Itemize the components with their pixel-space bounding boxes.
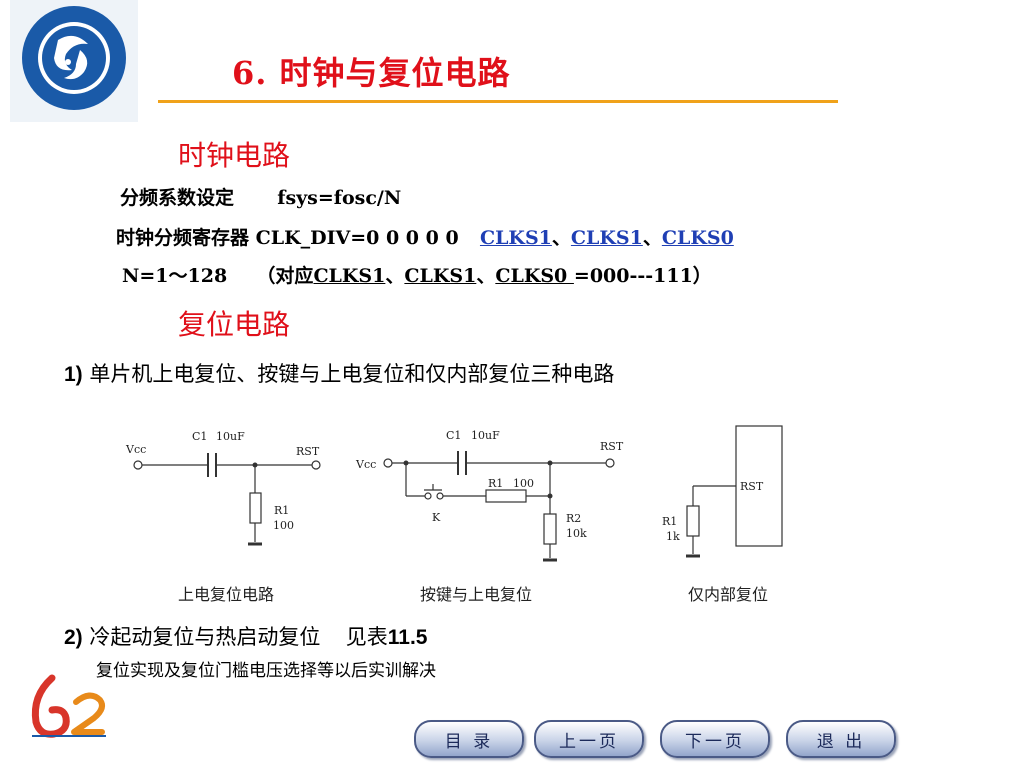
exit-button[interactable]: 退 出 [786, 720, 896, 758]
c1-cap-value: 10uF [216, 430, 245, 443]
c2-cap-label: C1 [446, 429, 461, 442]
c3-res-value: 1k [666, 530, 680, 543]
clock-heading: 时钟电路 [178, 139, 291, 172]
reset-item-1: 1) 单片机上电复位、按键与上电复位和仅内部复位三种电路 [64, 358, 614, 388]
mapping-bit-1: CLKS1 [313, 265, 386, 287]
c1-cap-label: C1 [192, 430, 207, 443]
c2-r2-value: 10k [566, 527, 587, 540]
separator: 、 [385, 265, 405, 287]
reset-heading: 复位电路 [178, 308, 291, 341]
item-number: 2) [64, 626, 83, 649]
c1-res-value: 100 [273, 519, 294, 532]
link-clks1-b[interactable]: CLKS1 [570, 227, 643, 249]
mapping-bit-3: CLKS0 [495, 265, 574, 287]
reset-item-2: 2) 冷起动复位与热启动复位 见表11.5 [64, 621, 427, 651]
reset-note: 复位实现及复位门槛电压选择等以后实训解决 [96, 661, 436, 681]
clock-line-2: 时钟分频寄存器 CLK_DIV=0 0 0 0 0 CLKS1、CLKS1、CL… [116, 223, 734, 250]
item-number: 1) [64, 363, 83, 386]
anniversary-logo-icon [31, 674, 106, 738]
c2-r1-label: R1 [488, 477, 503, 490]
c1-vcc-label: Vcc [125, 443, 146, 456]
c2-r2-label: R2 [566, 512, 581, 525]
c3-res-label: R1 [662, 515, 677, 528]
c2-key-label: K [432, 511, 441, 524]
caption-key-power-reset: 按键与上电复位 [420, 585, 533, 604]
next-page-button[interactable]: 下一页 [660, 720, 770, 758]
c2-r1-value: 100 [513, 477, 534, 490]
table-ref: 见表 [345, 625, 388, 649]
university-logo [10, 0, 138, 122]
separator: 、 [476, 265, 496, 287]
caption-internal-reset: 仅内部复位 [688, 585, 769, 604]
link-clks0[interactable]: CLKS0 [661, 227, 734, 249]
item-text: 冷起动复位与热启动复位 [89, 625, 321, 649]
title-divider [158, 100, 838, 103]
divider-label: 分频系数设定 [120, 187, 235, 209]
page-title: 6. 时钟与复位电路 [232, 54, 511, 92]
table-ref-number: 11.5 [387, 626, 428, 649]
mapping-bit-2: CLKS1 [404, 265, 477, 287]
clock-line-1: 分频系数设定 fsys=fosc/N [120, 183, 401, 210]
divider-formula: fsys=fosc/N [277, 187, 402, 209]
item-text: 单片机上电复位、按键与上电复位和仅内部复位三种电路 [89, 362, 615, 386]
separator: 、 [642, 227, 662, 249]
c3-rst-label: RST [740, 480, 764, 493]
caption-power-on-reset: 上电复位电路 [178, 585, 275, 604]
prev-page-button[interactable]: 上一页 [534, 720, 644, 758]
c1-rst-label: RST [296, 445, 320, 458]
toc-button[interactable]: 目 录 [414, 720, 524, 758]
n-range: N=1～128 [122, 265, 228, 287]
c1-res-label: R1 [274, 504, 289, 517]
separator: 、 [551, 227, 571, 249]
mapping-open: （对应 [256, 265, 314, 287]
register-text: 时钟分频寄存器 CLK_DIV=0 0 0 0 0 [116, 227, 459, 249]
mapping-value: =000---111） [573, 265, 712, 287]
c2-vcc-label: Vcc [355, 458, 376, 471]
reset-circuits-diagram: Vcc C1 10uF RST R1 100 Vcc C1 10uF RST R… [125, 425, 783, 562]
c2-rst-label: RST [600, 440, 624, 453]
link-clks1-a[interactable]: CLKS1 [479, 227, 552, 249]
clock-line-3: N=1～128 （对应CLKS1、CLKS1、CLKS0 =000---111） [122, 261, 712, 288]
university-seal-icon [22, 6, 126, 110]
c2-cap-value: 10uF [471, 429, 500, 442]
